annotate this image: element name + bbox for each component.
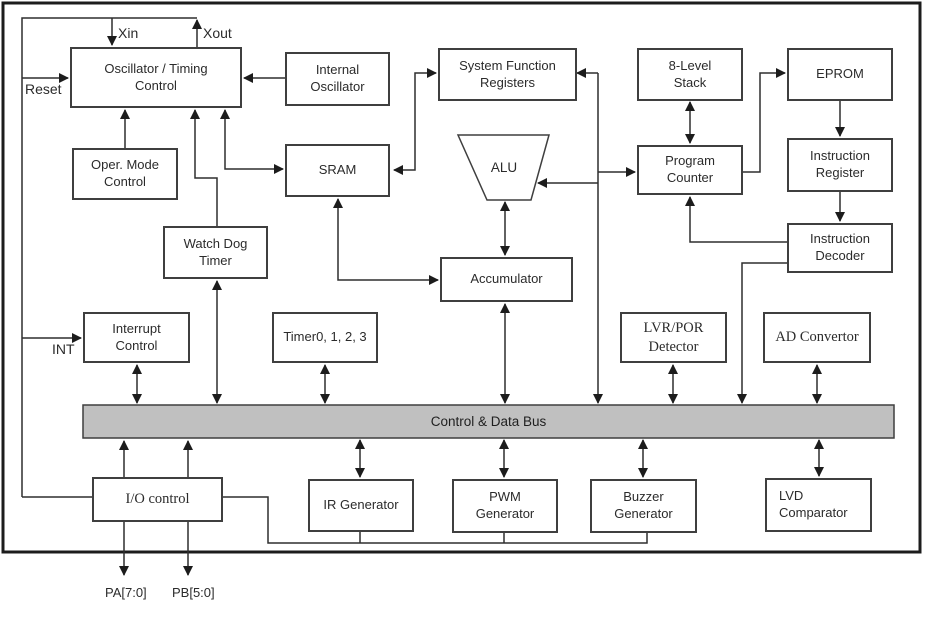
block-program-counter: Program Counter [637,145,743,195]
alu-shape [456,134,550,201]
pin-label-reset: Reset [25,81,62,97]
block-oper-mode-control: Oper. Mode Control [72,148,178,200]
block-io-control: I/O control [92,477,223,522]
pin-label-xout: Xout [203,25,232,41]
block-ad-convertor: AD Convertor [763,312,871,363]
block-eprom: EPROM [787,48,893,101]
block-timer0-1-2-3: Timer0, 1, 2, 3 [272,312,378,363]
block-sram: SRAM [285,144,390,197]
bus-label: Control & Data Bus [430,414,547,429]
diagram-frame [1,1,922,554]
block-oscillator-timing-control: Oscillator / Timing Control [70,47,242,108]
alu-label: ALU [490,160,518,175]
block-instruction-decoder: Instruction Decoder [787,223,893,273]
block-lvd-comparator: LVD Comparator [765,478,872,532]
pin-label-pb: PB[5:0] [172,585,215,600]
block-8-level-stack: 8-Level Stack [637,48,743,101]
block-system-function-registers: System Function Registers [438,48,577,101]
block-accumulator: Accumulator [440,257,573,302]
pin-label-xin: Xin [118,25,139,41]
block-watch-dog-timer: Watch Dog Timer [163,226,268,279]
block-internal-oscillator: Internal Oscillator [285,52,390,106]
pin-label-pa: PA[7:0] [105,585,147,600]
block-pwm-generator: PWM Generator [452,479,558,533]
control-data-bus-bar [82,404,895,439]
block-instruction-register: Instruction Register [787,138,893,192]
connectors [21,17,845,576]
block-lvr-por-detector: LVR/POR Detector [620,312,727,363]
block-ir-generator: IR Generator [308,479,414,532]
pin-label-int: INT [52,341,75,357]
block-interrupt-control: Interrupt Control [83,312,190,363]
block-buzzer-generator: Buzzer Generator [590,479,697,533]
